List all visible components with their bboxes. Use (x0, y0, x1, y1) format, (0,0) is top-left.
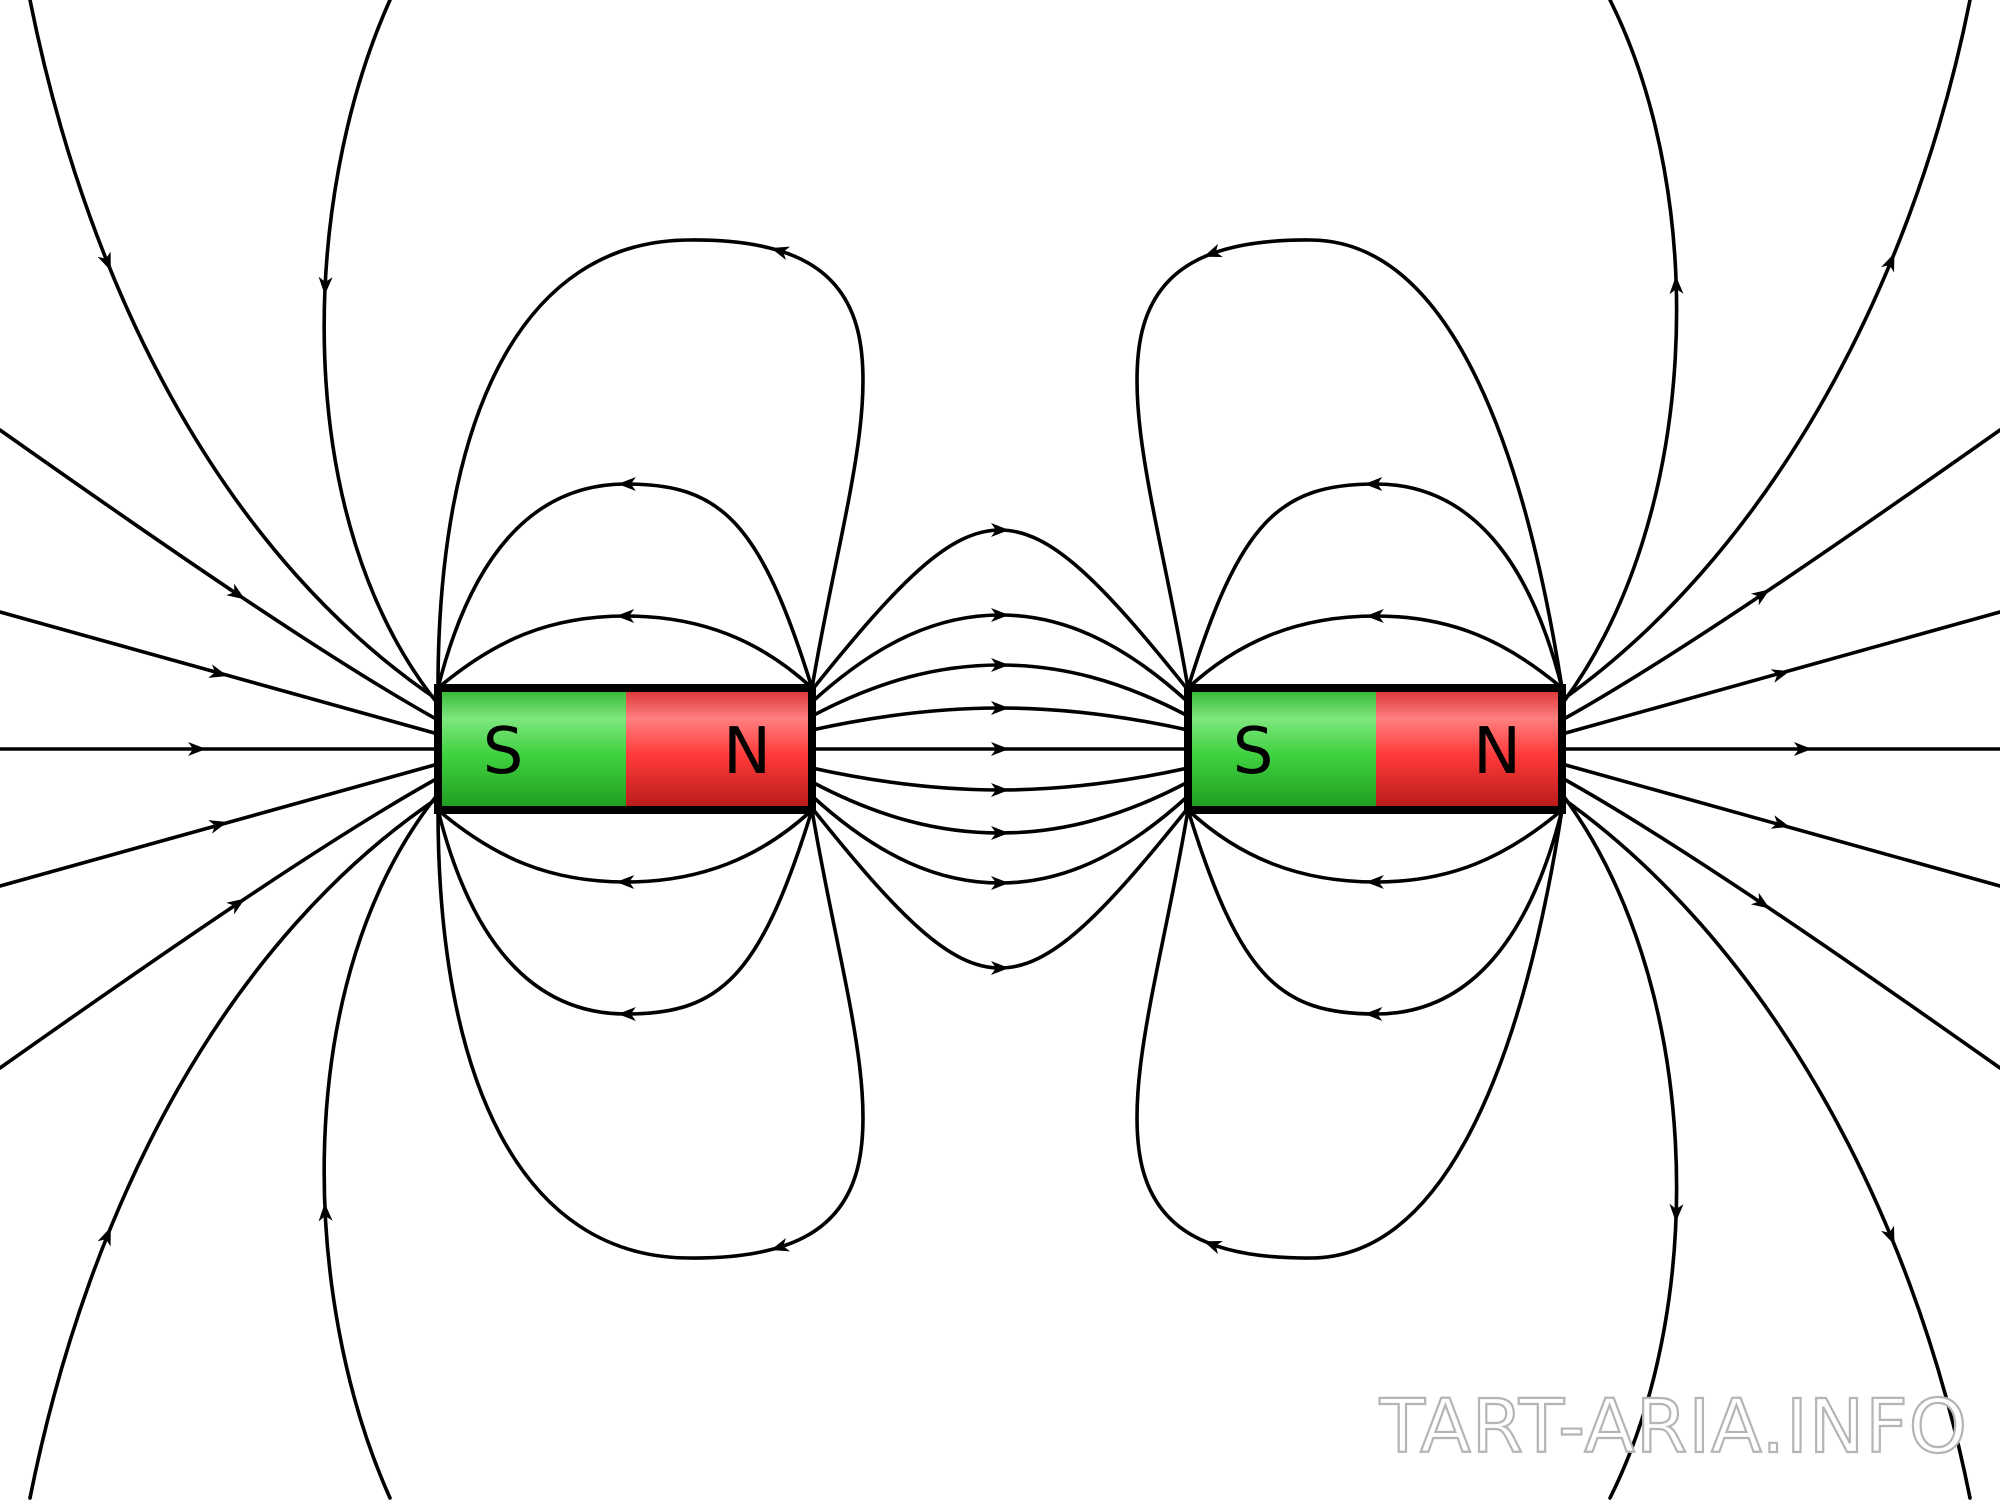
field-line (0, 610, 440, 736)
field-line (1135, 238, 1564, 690)
field-line (436, 614, 814, 690)
field-line (1560, 792, 1679, 1500)
field-arrow (991, 826, 1009, 840)
magnet-right-north-label: N (1473, 715, 1521, 789)
field-arrow (991, 701, 1009, 715)
field-line (1186, 808, 1564, 1016)
field-line (28, 796, 440, 1500)
field-arrow (1750, 892, 1770, 909)
magnet-left-north-pole (626, 688, 812, 810)
field-arrow (226, 898, 246, 915)
field-arrows (97, 243, 1895, 1255)
magnet-right-south-pole (1188, 688, 1376, 810)
field-line (436, 238, 865, 690)
field-line (1560, 762, 2000, 888)
field-arrow (208, 820, 228, 834)
field-arrow (617, 1006, 636, 1021)
field-line (1135, 808, 1564, 1260)
field-line (1186, 808, 1564, 884)
field-line (436, 808, 814, 1016)
field-arrow (1365, 875, 1384, 890)
field-arrow (616, 608, 635, 623)
field-arrow (1364, 1007, 1383, 1022)
field-arrow (1365, 608, 1384, 623)
field-arrow (1881, 1225, 1895, 1245)
field-arrow (1203, 1240, 1223, 1255)
field-arrow (1750, 589, 1770, 606)
field-line (0, 762, 440, 888)
field-arrow (1669, 275, 1684, 295)
field-line (436, 808, 814, 884)
watermark-text: TART-ARIA.INFO (1379, 1384, 1968, 1470)
field-line (1186, 482, 1564, 690)
field-line (1560, 776, 2000, 1070)
field-line (28, 0, 440, 702)
field-line (436, 808, 865, 1260)
field-line (322, 0, 440, 706)
field-arrow (1770, 815, 1790, 829)
field-line (322, 792, 440, 1500)
field-line (1560, 0, 1972, 702)
magnet-left-south-pole (438, 688, 626, 810)
field-arrow (770, 246, 791, 261)
field-arrow (617, 477, 636, 492)
magnet-right-north-pole (1376, 688, 1562, 810)
field-arrow (991, 742, 1009, 756)
field-line (1560, 610, 2000, 736)
field-arrow (318, 1203, 333, 1222)
field-line (1560, 0, 1679, 706)
field-arrow (991, 523, 1009, 537)
magnet-left: S N (434, 684, 816, 814)
field-arrow (1793, 742, 1812, 756)
field-arrow (616, 875, 635, 890)
magnet-right: S N (1184, 684, 1566, 814)
field-arrow (1669, 1203, 1684, 1223)
field-line (436, 482, 814, 690)
field-arrow (97, 251, 111, 271)
magnet-left-south-label: S (483, 715, 524, 789)
field-arrow (991, 658, 1009, 672)
magnet-right-south-label: S (1233, 715, 1274, 789)
magnet-left-north-label: N (723, 715, 771, 789)
field-arrow (991, 783, 1009, 797)
field-arrow (991, 876, 1009, 890)
field-arrow (226, 583, 246, 600)
field-line (1186, 614, 1564, 690)
field-arrow (1881, 253, 1895, 273)
field-arrow (1364, 476, 1383, 491)
field-arrow (991, 608, 1009, 622)
field-arrow (770, 1237, 791, 1252)
field-line (1560, 796, 1972, 1500)
field-arrow (1770, 669, 1790, 683)
field-arrow (97, 1227, 111, 1247)
field-line (1560, 428, 2000, 722)
field-arrow (188, 742, 207, 756)
magnet-left-frame (434, 684, 816, 814)
field-arrow (1203, 243, 1223, 258)
magnet-right-frame (1184, 684, 1566, 814)
field-arrow (318, 276, 333, 295)
field-arrow (991, 961, 1009, 975)
field-arrow (208, 664, 228, 678)
